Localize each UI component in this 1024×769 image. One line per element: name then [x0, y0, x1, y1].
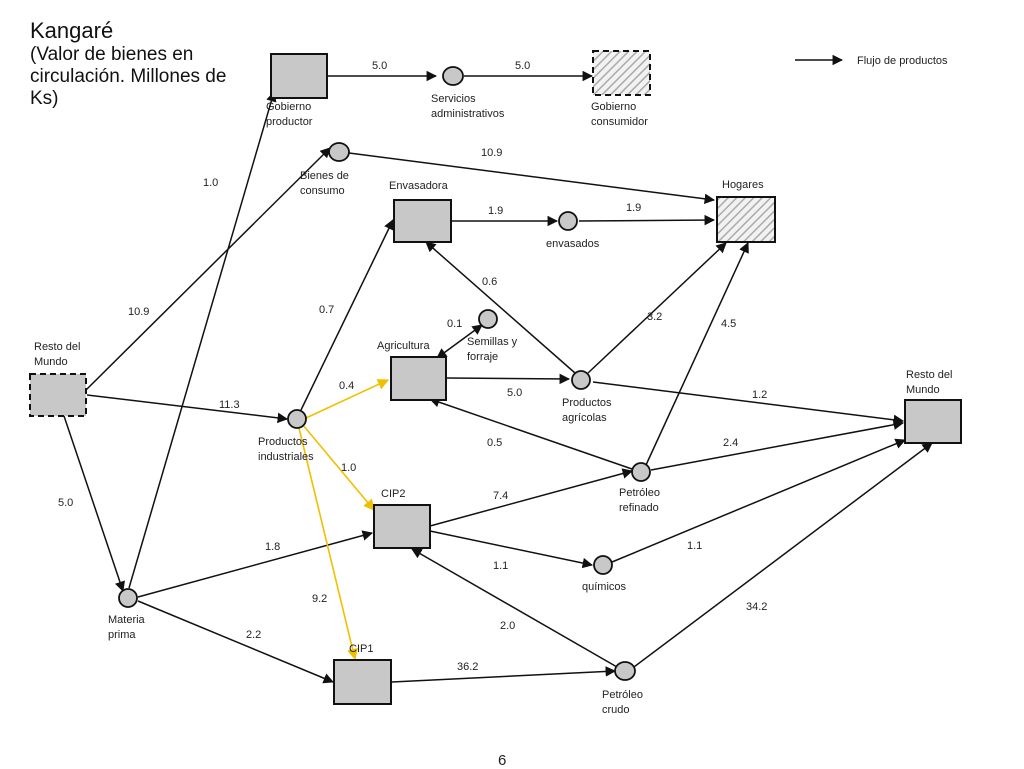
node-petroleo-crudo — [614, 661, 636, 681]
edge-pi-cip2 — [302, 424, 375, 511]
edge-pi-env — [300, 219, 394, 411]
flow-pa-hog: 3.2 — [647, 311, 662, 323]
flow-pr-agr: 0.5 — [487, 437, 502, 449]
flow-cip2-pr: 7.4 — [493, 490, 508, 502]
label-cip2: CIP2 — [381, 488, 405, 500]
flow-rm-mp: 5.0 — [58, 497, 73, 509]
node-gobierno-consumidor — [592, 50, 651, 96]
flow-bc-hog: 10.9 — [481, 147, 502, 159]
edge-pr-hog — [645, 242, 749, 466]
flow-mp-cip2: 1.8 — [265, 541, 280, 553]
edge-cip1-pc — [391, 666, 617, 683]
node-quimicos — [593, 555, 613, 575]
node-productos-industriales — [287, 409, 307, 429]
flow-gp-sa: 5.0 — [372, 60, 387, 72]
edge-bc-hog — [348, 152, 716, 205]
node-resto-mundo-right — [904, 399, 962, 444]
flow-pa-rmr: 1.2 — [752, 389, 767, 401]
node-gobierno-productor — [270, 53, 328, 99]
flow-pr-rmr: 2.4 — [723, 437, 738, 449]
flow-rm-bc: 10.9 — [128, 306, 149, 318]
flow-pc-rmr: 34.2 — [746, 601, 767, 613]
edge-cip2-pr — [429, 468, 634, 527]
edge-pa-rmr — [592, 381, 905, 426]
node-agricultura — [390, 356, 447, 401]
node-resto-mundo-left — [29, 373, 87, 417]
flow-env-envd: 1.9 — [488, 205, 503, 217]
flow-pr-hog: 4.5 — [721, 318, 736, 330]
edge-mp-gp — [128, 90, 277, 589]
node-productos-agricolas — [571, 370, 591, 390]
label-cip1: CIP1 — [349, 643, 373, 655]
edge-cip2-qui — [429, 530, 594, 569]
edge-pc-cip2 — [411, 548, 618, 668]
label-agricultura: Agricultura — [377, 340, 430, 352]
diagram-title: Kangaré (Valor de bienes en circulación.… — [30, 18, 240, 110]
title-subtitle: (Valor de bienes en circulación. Millone… — [30, 44, 227, 109]
flow-qui-rmr: 1.1 — [687, 540, 702, 552]
flow-cip2-qui: 1.1 — [493, 560, 508, 572]
node-bienes-consumo — [328, 142, 350, 162]
node-servicios-admin — [442, 66, 464, 86]
label-envasados: envasados — [546, 238, 600, 250]
label-hogares: Hogares — [722, 179, 764, 191]
node-cip2 — [373, 504, 431, 549]
edge-agr-sem — [436, 324, 483, 359]
label-quimicos: químicos — [582, 581, 627, 593]
flow-agr-sem: 0.1 — [447, 318, 462, 330]
edge-pi-cip1 — [298, 427, 359, 661]
flow-sa-gc: 5.0 — [515, 60, 530, 72]
node-petroleo-refinado — [631, 462, 651, 482]
edge-mp-cip2 — [137, 530, 374, 598]
node-semillas — [478, 309, 498, 329]
flow-cip1-pc: 36.2 — [457, 661, 478, 673]
edge-pc-rmr — [633, 442, 933, 668]
edge-envd-hog — [578, 214, 716, 226]
flow-envd-hog: 1.9 — [626, 202, 641, 214]
flow-pi-cip2: 1.0 — [341, 462, 356, 474]
edge-pi-agr — [305, 379, 390, 419]
flow-pi-cip1: 9.2 — [312, 593, 327, 605]
legend-label: Flujo de productos — [857, 55, 948, 67]
edge-rm-mp — [63, 415, 125, 592]
edge-qui-rmr — [611, 438, 906, 563]
flow-mp-gp: 1.0 — [203, 177, 218, 189]
flow-pi-env: 0.7 — [319, 304, 334, 316]
node-envasadora — [393, 199, 452, 243]
edge-pa-hog — [587, 242, 727, 374]
edge-agr-pa — [446, 373, 571, 385]
edge-mp-cip1 — [137, 600, 334, 684]
title-main: Kangaré — [30, 18, 114, 43]
flow-mp-cip1: 2.2 — [246, 629, 261, 641]
label-envasadora: Envasadora — [389, 180, 449, 192]
edge-rm-pi — [86, 394, 289, 424]
flow-pi-agr: 0.4 — [339, 380, 354, 392]
node-hogares — [716, 196, 776, 243]
edge-pr-rmr — [650, 419, 905, 471]
node-envasados — [558, 211, 578, 231]
flow-pc-cip2: 2.0 — [500, 620, 515, 632]
flow-agr-pa: 5.0 — [507, 387, 522, 399]
node-materia-prima — [118, 588, 138, 608]
edge-pa-env — [425, 241, 576, 374]
edge-rm-bc — [85, 147, 331, 391]
flow-rm-pi: 11.3 — [219, 399, 240, 411]
edge-pr-agr — [429, 397, 633, 470]
node-cip1 — [333, 659, 392, 705]
flow-pa-env: 0.6 — [482, 276, 497, 288]
page-number: 6 — [498, 752, 507, 769]
